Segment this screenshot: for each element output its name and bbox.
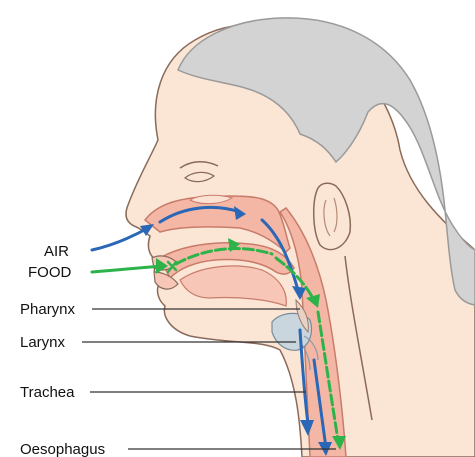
blue-air-arrow-icon [92, 228, 148, 250]
air-label: AIR [44, 243, 69, 260]
larynx-label: Larynx [20, 334, 66, 351]
food-label: FOOD [28, 264, 71, 281]
trachea-label: Trachea [20, 384, 75, 401]
pharynx-label: Pharynx [20, 301, 76, 318]
oesophagus-label: Oesophagus [20, 441, 105, 457]
green-food-arrow-icon [92, 266, 162, 272]
